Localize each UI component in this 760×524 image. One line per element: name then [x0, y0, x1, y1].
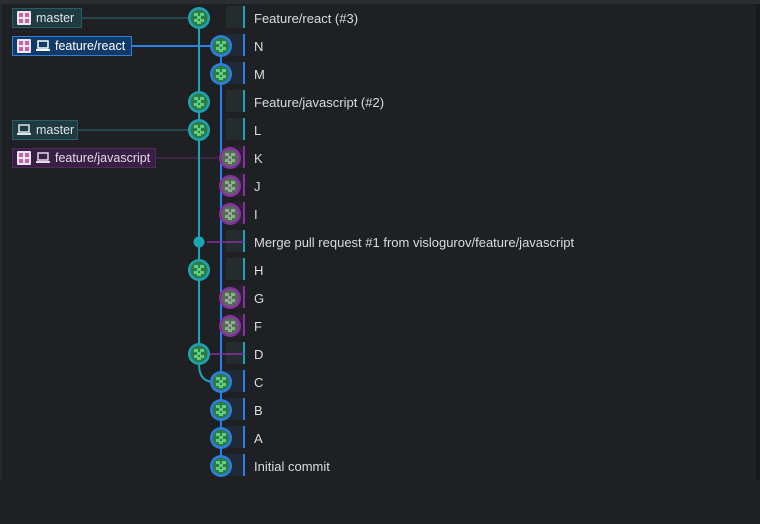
- ref-feature-javascript[interactable]: feature/javascript: [12, 148, 156, 168]
- commit-row[interactable]: H: [254, 256, 263, 284]
- commit-message: G: [254, 290, 265, 306]
- lanes: [198, 18, 244, 466]
- bottom-empty-area: [0, 480, 760, 524]
- ref-connectors: [78, 17, 218, 159]
- ref-feature-react[interactable]: feature/react: [12, 36, 132, 56]
- commit-message: K: [254, 150, 263, 166]
- ref-label-text: master: [36, 11, 75, 25]
- commit-row[interactable]: N: [254, 32, 263, 60]
- commit-avatar[interactable]: [188, 343, 210, 365]
- commit-message: D: [254, 346, 264, 362]
- row-strip: [226, 90, 244, 112]
- commit-nodes: [188, 7, 241, 477]
- ref-master-remote[interactable]: master: [12, 8, 82, 28]
- row-strip: [226, 258, 244, 280]
- commit-avatar[interactable]: [210, 371, 232, 393]
- commit-row[interactable]: M: [254, 60, 265, 88]
- commit-avatar[interactable]: [219, 287, 241, 309]
- row-strip: [226, 230, 244, 252]
- row-strip: [226, 118, 244, 140]
- commit-message: B: [254, 402, 263, 418]
- row-strip: [226, 6, 244, 28]
- commit-message: H: [254, 262, 264, 278]
- commit-message: Feature/react (#3): [254, 10, 359, 26]
- left-edge: [0, 4, 2, 524]
- row-strip: [226, 342, 244, 364]
- ref-label-text: feature/javascript: [55, 151, 151, 165]
- laptop-icon: [17, 124, 31, 136]
- commit-row[interactable]: Feature/react (#3): [254, 4, 358, 32]
- commit-row[interactable]: L: [254, 116, 261, 144]
- commit-avatar[interactable]: [219, 315, 241, 337]
- commit-avatar[interactable]: [188, 91, 210, 113]
- commit-row[interactable]: K: [254, 144, 263, 172]
- laptop-icon: [36, 152, 50, 164]
- commit-message: Feature/javascript (#2): [254, 94, 385, 110]
- commit-message: Merge pull request #1 from vislogurov/fe…: [254, 234, 575, 250]
- commit-avatar[interactable]: [210, 427, 232, 449]
- commit-row[interactable]: Feature/javascript (#2): [254, 88, 384, 116]
- top-border: [0, 0, 760, 4]
- commit-message: N: [254, 38, 264, 54]
- commit-message: A: [254, 430, 263, 446]
- commit-row[interactable]: G: [254, 284, 264, 312]
- commit-row[interactable]: A: [254, 424, 263, 452]
- laptop-icon: [36, 40, 50, 52]
- commit-avatar[interactable]: [219, 203, 241, 225]
- commit-row[interactable]: D: [254, 340, 263, 368]
- commit-row[interactable]: J: [254, 172, 261, 200]
- commit-message: I: [254, 206, 258, 222]
- commit-row[interactable]: I: [254, 200, 258, 228]
- commit-avatar[interactable]: [210, 455, 232, 477]
- ref-label-text: feature/react: [55, 39, 126, 53]
- row-color-markers: [243, 6, 245, 476]
- commit-row[interactable]: Initial commit: [254, 452, 330, 480]
- commit-row[interactable]: F: [254, 312, 262, 340]
- remote-branch-icon: [17, 11, 31, 25]
- commit-avatar[interactable]: [188, 7, 210, 29]
- ref-master-local[interactable]: master: [12, 120, 78, 140]
- commit-avatar[interactable]: [219, 175, 241, 197]
- commit-avatar[interactable]: [210, 399, 232, 421]
- commit-message: Initial commit: [254, 458, 330, 474]
- commit-avatar[interactable]: [210, 63, 232, 85]
- commit-avatar[interactable]: [188, 119, 210, 141]
- commit-message: C: [254, 374, 264, 390]
- commit-message: F: [254, 318, 262, 334]
- commit-message: L: [254, 122, 262, 138]
- commit-row[interactable]: C: [254, 368, 263, 396]
- commit-row[interactable]: Merge pull request #1 from vislogurov/fe…: [254, 228, 574, 256]
- remote-branch-icon: [17, 151, 31, 165]
- commit-avatar[interactable]: [188, 259, 210, 281]
- commit-avatar[interactable]: [210, 35, 232, 57]
- commit-message: J: [254, 178, 261, 194]
- ref-label-text: master: [36, 123, 75, 137]
- commit-row[interactable]: B: [254, 396, 263, 424]
- commit-message: M: [254, 66, 265, 82]
- merge-commit-dot[interactable]: [193, 236, 205, 248]
- remote-branch-icon: [17, 39, 31, 53]
- right-scrollbar-track[interactable]: [756, 4, 760, 524]
- commit-avatar[interactable]: [219, 147, 241, 169]
